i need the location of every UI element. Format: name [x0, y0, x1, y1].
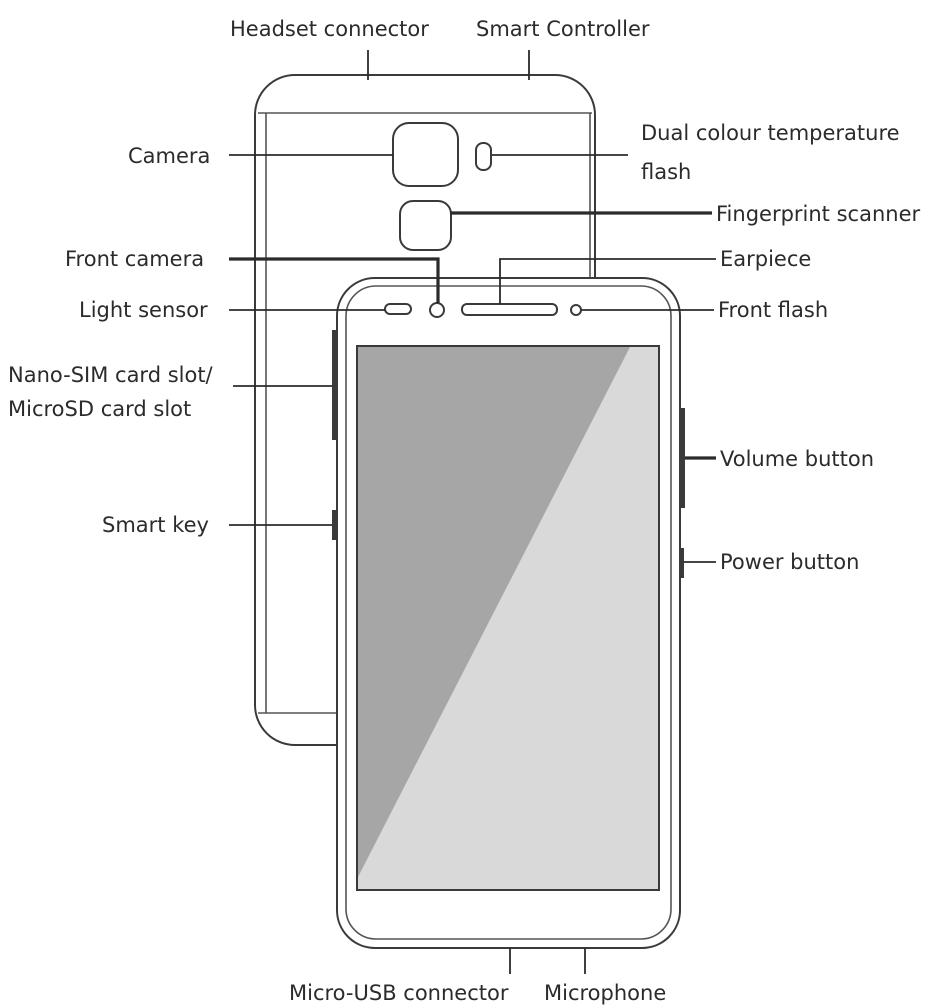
front-flash-icon: [570, 304, 582, 316]
front-camera-icon: [429, 302, 445, 318]
label-light-sensor: Light sensor: [79, 298, 208, 322]
screen-shade: [358, 347, 630, 877]
label-fingerprint-scanner: Fingerprint scanner: [716, 202, 920, 226]
label-earpiece: Earpiece: [720, 247, 811, 271]
label-smart-key: Smart key: [102, 513, 209, 537]
phone-front: [332, 277, 685, 949]
label-micro-usb-connector: Micro-USB connector: [289, 981, 509, 1005]
labels: Headset connector Smart Controller Camer…: [8, 17, 920, 1005]
dual-flash-icon: [475, 142, 492, 171]
leader-lines: [229, 50, 716, 974]
earpiece-icon: [461, 303, 558, 316]
label-front-camera: Front camera: [65, 247, 204, 271]
label-power-button: Power button: [720, 550, 859, 574]
smart-key-button: [332, 510, 337, 540]
label-sim-slot-line1: Nano-SIM card slot/: [8, 363, 214, 387]
label-headset-connector: Headset connector: [230, 17, 429, 41]
label-smart-controller: Smart Controller: [476, 17, 650, 41]
label-camera: Camera: [128, 144, 210, 168]
light-sensor-icon: [384, 303, 412, 315]
power-button: [679, 548, 684, 578]
sim-tray: [332, 330, 338, 440]
label-microphone: Microphone: [544, 981, 666, 1005]
label-front-flash: Front flash: [718, 298, 828, 322]
volume-button: [679, 408, 685, 508]
rear-camera-icon: [392, 122, 459, 187]
label-dual-flash-line2: flash: [641, 160, 691, 184]
label-sim-slot-line2: MicroSD card slot: [8, 397, 191, 421]
label-volume-button: Volume button: [720, 447, 874, 471]
label-dual-flash-line1: Dual colour temperature: [641, 121, 900, 145]
fingerprint-scanner-icon: [399, 200, 452, 251]
